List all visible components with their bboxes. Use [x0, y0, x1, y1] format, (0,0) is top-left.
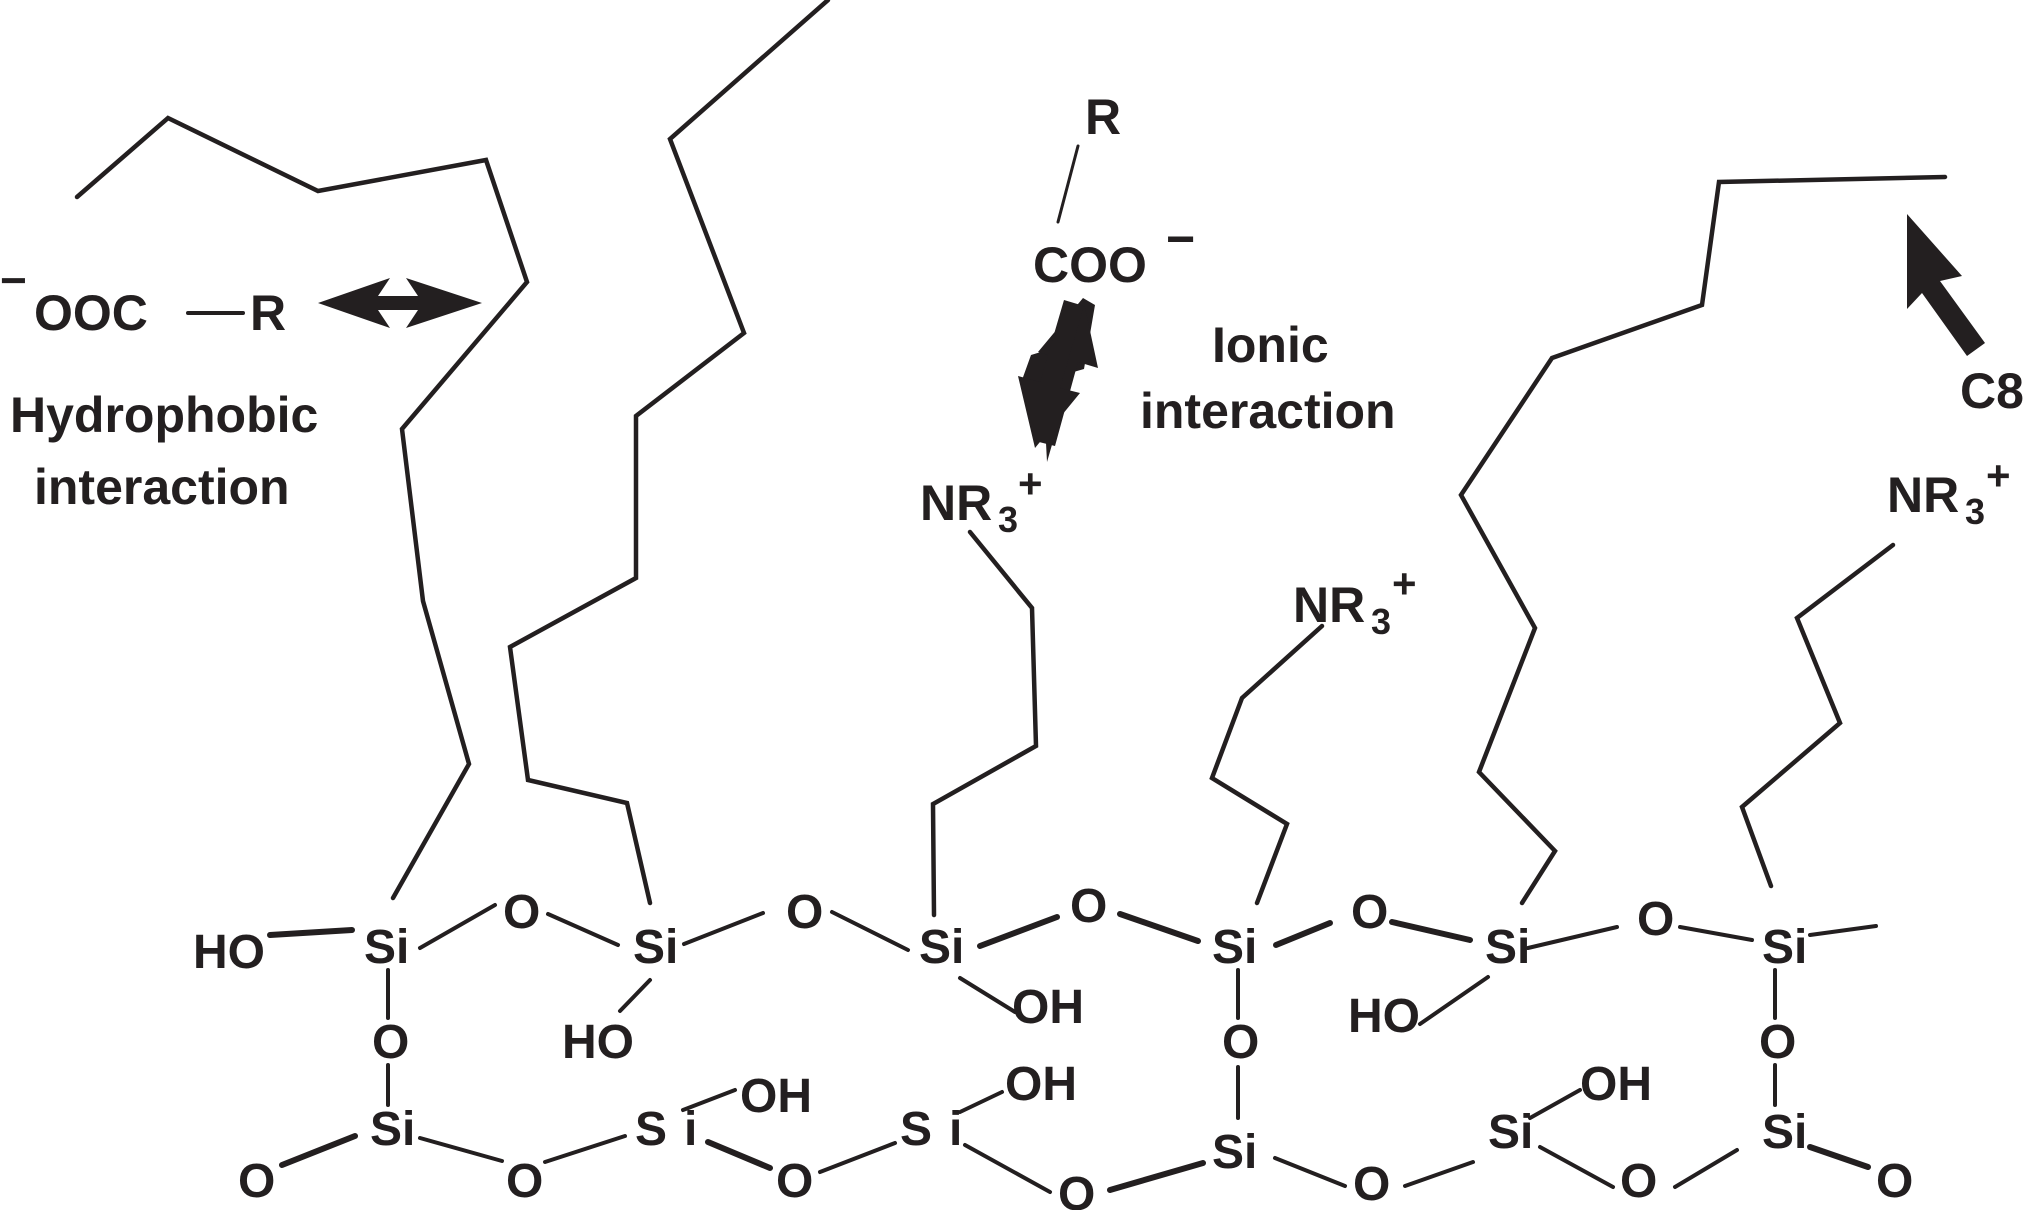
ionic-carboxylate: R COO − Ionic interaction	[1018, 89, 1396, 462]
hydrophobic-label-line1: Hydrophobic	[10, 387, 318, 443]
aminopropyl-chain-2	[1209, 623, 1325, 906]
atom-oh: OH	[1005, 1058, 1077, 1111]
atom-si: Si	[1762, 921, 1807, 974]
atom-si: Si	[370, 1103, 415, 1156]
atom-o: O	[1637, 893, 1674, 946]
silica-bonds	[267, 903, 1878, 1194]
ionic-label-line1: Ionic	[1212, 317, 1329, 373]
ooc-charge: −	[0, 254, 27, 306]
atom-oh: OH	[1012, 981, 1084, 1034]
alkyl-chain-3	[1458, 174, 1948, 906]
hydrophobic-interaction: − OOC R Hydrophobic interaction	[0, 254, 482, 515]
silica-atoms: HO Si O Si HO O Si OH O Si O Si HO O Si …	[193, 880, 1913, 1215]
aminopropyl-chain-1	[930, 529, 1039, 918]
atom-si: Si	[1485, 921, 1530, 974]
ammonium-groups: NR 3 + NR 3 + NR 3 +	[920, 452, 2011, 642]
atom-ho: HO	[193, 926, 265, 979]
atom-o: O	[1759, 1016, 1796, 1069]
atom-o: O	[1353, 1158, 1390, 1210]
atom-si: Si	[1212, 1126, 1257, 1179]
aminopropyl-chain-3	[1739, 542, 1896, 889]
double-headed-arrow-icon	[1018, 298, 1098, 462]
alkyl-chain-2	[507, 0, 831, 906]
nr-label: NR	[1887, 467, 1959, 523]
nr-superscript: +	[1392, 560, 1417, 607]
alkyl-chains	[74, 0, 1948, 918]
coo-group: COO	[1033, 237, 1147, 293]
atom-si: Si	[1212, 921, 1257, 974]
atom-si: Si	[919, 921, 964, 974]
atom-o: O	[372, 1016, 409, 1069]
coo-charge: −	[1166, 211, 1195, 267]
atom-o: O	[1351, 886, 1388, 939]
atom-si: Si	[1488, 1106, 1533, 1159]
hydrophobic-label-line2: interaction	[34, 459, 290, 515]
alkyl-chain-1	[74, 115, 530, 901]
atom-ho: HO	[1348, 990, 1420, 1043]
nr-subscript: 3	[998, 499, 1018, 540]
r-group: R	[250, 285, 286, 341]
atom-o: O	[776, 1155, 813, 1208]
ooc-group: OOC	[34, 285, 148, 341]
atom-s: S	[635, 1103, 667, 1156]
atom-o: O	[1876, 1155, 1913, 1208]
atom-si: Si	[633, 921, 678, 974]
atom-si: Si	[1762, 1106, 1807, 1159]
double-headed-arrow-icon	[318, 278, 482, 328]
nr3-group-2: NR 3 +	[1293, 560, 1417, 642]
atom-oh: OH	[1580, 1058, 1652, 1111]
atom-o: O	[786, 886, 823, 939]
nr3-group-1: NR 3 +	[920, 460, 1043, 540]
atom-o: O	[503, 886, 540, 939]
atom-si: Si	[364, 921, 409, 974]
c8-label: C8	[1960, 363, 2024, 419]
atom-o: O	[1620, 1155, 1657, 1208]
atom-o: O	[1070, 880, 1107, 933]
atom-o: O	[1058, 1168, 1095, 1210]
nr3-group-3: NR 3 +	[1887, 452, 2011, 532]
atom-o: O	[238, 1155, 275, 1208]
atom-i: i	[684, 1103, 697, 1156]
nr-subscript: 3	[1965, 491, 1985, 532]
atom-s: S	[900, 1103, 932, 1156]
nr-label: NR	[1293, 577, 1365, 633]
r-group: R	[1085, 89, 1121, 145]
atom-o: O	[1222, 1016, 1259, 1069]
nr-subscript: 3	[1371, 601, 1391, 642]
c8-pointer: C8	[1907, 214, 2024, 419]
pointer-arrow-icon	[1907, 214, 1985, 356]
atom-ho: HO	[562, 1016, 634, 1069]
atom-i: i	[949, 1103, 962, 1156]
ionic-label-line2: interaction	[1140, 383, 1396, 439]
nr-superscript: +	[1986, 452, 2011, 499]
nr-superscript: +	[1018, 460, 1043, 507]
atom-oh: OH	[740, 1070, 812, 1123]
atom-o: O	[506, 1155, 543, 1208]
nr-label: NR	[920, 475, 992, 531]
